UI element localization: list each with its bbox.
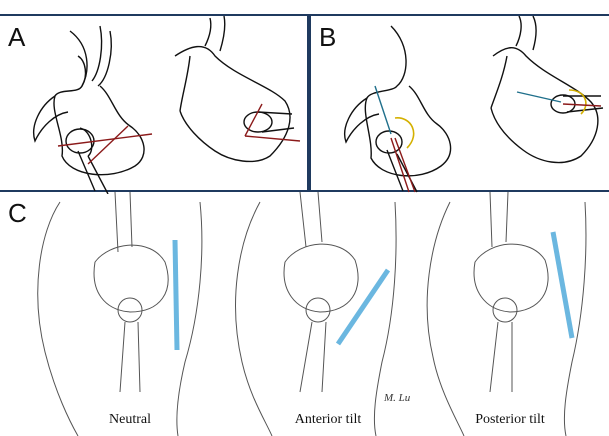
caption-anterior-tilt: Anterior tilt: [238, 412, 418, 428]
caption-posterior-tilt: Posterior tilt: [420, 412, 600, 428]
panel-b-drawing: [311, 16, 609, 194]
caption-neutral: Neutral: [40, 412, 220, 428]
panel-b: B: [309, 14, 609, 192]
panel-c: C: [0, 192, 609, 436]
panel-a-drawing: [0, 16, 309, 194]
panel-a: A: [0, 14, 309, 192]
artist-signature: M. Lu: [384, 392, 410, 404]
panel-c-drawing: [0, 192, 609, 436]
